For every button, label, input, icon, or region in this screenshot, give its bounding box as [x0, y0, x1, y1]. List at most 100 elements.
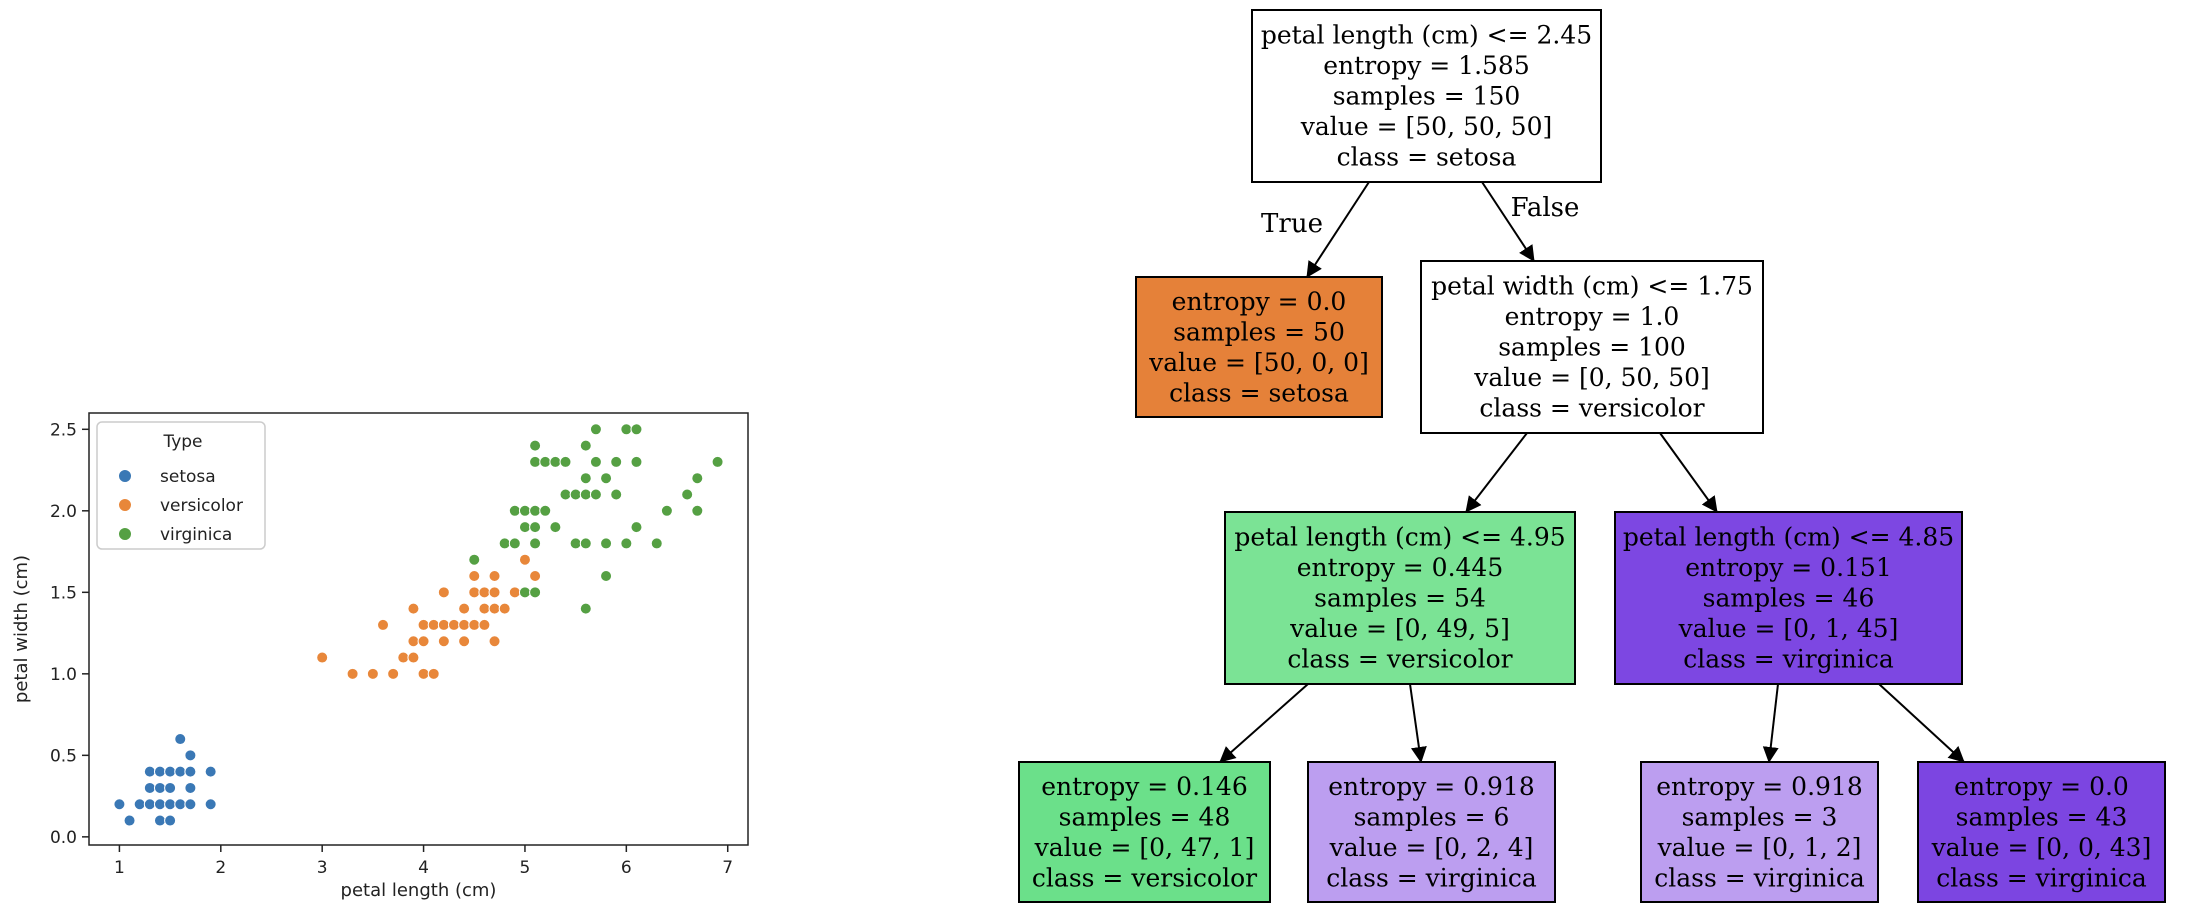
- point-versicolor: [458, 635, 471, 648]
- point-virginica: [620, 423, 633, 436]
- tree-node-line: entropy = 1.585: [1323, 51, 1529, 80]
- tree-node-line: class = versicolor: [1287, 645, 1512, 674]
- tree-node-line: class = virginica: [1936, 863, 2147, 892]
- tree-node-line: entropy = 0.0: [1954, 772, 2129, 801]
- point-virginica: [529, 455, 542, 468]
- point-virginica: [549, 455, 562, 468]
- y-axis-label: petal width (cm): [11, 555, 32, 703]
- edge-root-n2: [1481, 181, 1535, 262]
- point-virginica: [630, 423, 643, 436]
- point-setosa: [113, 798, 126, 811]
- point-versicolor: [458, 602, 471, 615]
- point-setosa: [174, 765, 187, 778]
- point-virginica: [539, 455, 552, 468]
- tree-node-line: samples = 3: [1682, 802, 1838, 831]
- point-versicolor: [437, 618, 450, 631]
- tree-node-box: [1307, 761, 1556, 903]
- tree-node-box: [1018, 761, 1271, 903]
- point-versicolor: [417, 618, 430, 631]
- tree-node-line: samples = 50: [1173, 317, 1345, 346]
- point-virginica: [600, 472, 613, 485]
- x-axis-label: petal length (cm): [341, 880, 497, 901]
- point-versicolor: [437, 635, 450, 648]
- point-versicolor: [478, 586, 491, 599]
- legend-title: Type: [162, 432, 202, 452]
- tree-node-line: class = versicolor: [1479, 394, 1704, 423]
- x-tick-label: 4: [418, 858, 429, 878]
- edge-n4-n7: [1762, 683, 1779, 763]
- tree-node-line: samples = 6: [1354, 802, 1510, 831]
- y-tick-label: 1.0: [50, 665, 77, 685]
- point-setosa: [133, 798, 146, 811]
- tree-node-line: class = virginica: [1654, 863, 1865, 892]
- point-setosa: [184, 798, 197, 811]
- tree-node-line: samples = 43: [1956, 802, 2128, 831]
- point-virginica: [589, 488, 602, 501]
- point-versicolor: [468, 586, 481, 599]
- tree-node-box: [1420, 260, 1764, 434]
- tree-node-box: [1135, 276, 1383, 418]
- point-virginica: [569, 488, 582, 501]
- tree-node-line: value = [0, 1, 45]: [1678, 614, 1899, 643]
- point-setosa: [174, 798, 187, 811]
- point-versicolor: [427, 618, 440, 631]
- point-virginica: [630, 521, 643, 534]
- point-setosa: [153, 798, 166, 811]
- point-versicolor: [488, 586, 501, 599]
- point-versicolor: [397, 651, 410, 664]
- point-versicolor: [518, 553, 531, 566]
- point-setosa: [153, 814, 166, 827]
- point-virginica: [600, 570, 613, 583]
- tree-node-line: samples = 54: [1314, 584, 1486, 613]
- point-virginica: [650, 537, 663, 550]
- tree-node-line: entropy = 0.146: [1041, 772, 1247, 801]
- point-versicolor: [366, 667, 379, 680]
- point-setosa: [164, 814, 177, 827]
- point-setosa: [143, 798, 156, 811]
- point-virginica: [549, 521, 562, 534]
- tree-node-line: class = setosa: [1169, 378, 1349, 407]
- legend-label-virginica: virginica: [160, 525, 232, 545]
- point-versicolor: [417, 667, 430, 680]
- tree-node-line: value = [0, 2, 4]: [1329, 833, 1534, 862]
- point-virginica: [529, 521, 542, 534]
- tree-node-line: samples = 150: [1333, 82, 1521, 111]
- point-versicolor: [478, 618, 491, 631]
- x-tick-label: 5: [520, 858, 531, 878]
- point-setosa: [153, 781, 166, 794]
- point-setosa: [164, 781, 177, 794]
- y-tick-label: 1.5: [50, 583, 77, 603]
- point-versicolor: [468, 618, 481, 631]
- point-virginica: [508, 537, 521, 550]
- x-tick-label: 3: [317, 858, 328, 878]
- point-virginica: [660, 504, 673, 517]
- point-versicolor: [387, 667, 400, 680]
- point-virginica: [518, 504, 531, 517]
- point-setosa: [184, 781, 197, 794]
- edge-label-false: False: [1511, 193, 1580, 223]
- point-setosa: [174, 733, 187, 746]
- point-virginica: [518, 586, 531, 599]
- point-virginica: [579, 488, 592, 501]
- x-tick-label: 7: [722, 858, 733, 878]
- x-tick-label: 6: [621, 858, 632, 878]
- point-setosa: [164, 765, 177, 778]
- tree-node-line: petal length (cm) <= 4.85: [1623, 523, 1954, 552]
- tree-node-line: value = [0, 1, 2]: [1657, 833, 1862, 862]
- point-virginica: [559, 455, 572, 468]
- point-virginica: [589, 455, 602, 468]
- y-tick-label: 2.5: [50, 420, 77, 440]
- tree-node-line: petal length (cm) <= 2.45: [1261, 21, 1592, 50]
- tree-node-line: value = [0, 49, 5]: [1289, 614, 1510, 643]
- tree-node-line: entropy = 0.918: [1328, 772, 1534, 801]
- tree-node-line: value = [50, 50, 50]: [1300, 112, 1553, 141]
- tree-node-line: entropy = 0.0: [1172, 287, 1347, 316]
- point-versicolor: [316, 651, 329, 664]
